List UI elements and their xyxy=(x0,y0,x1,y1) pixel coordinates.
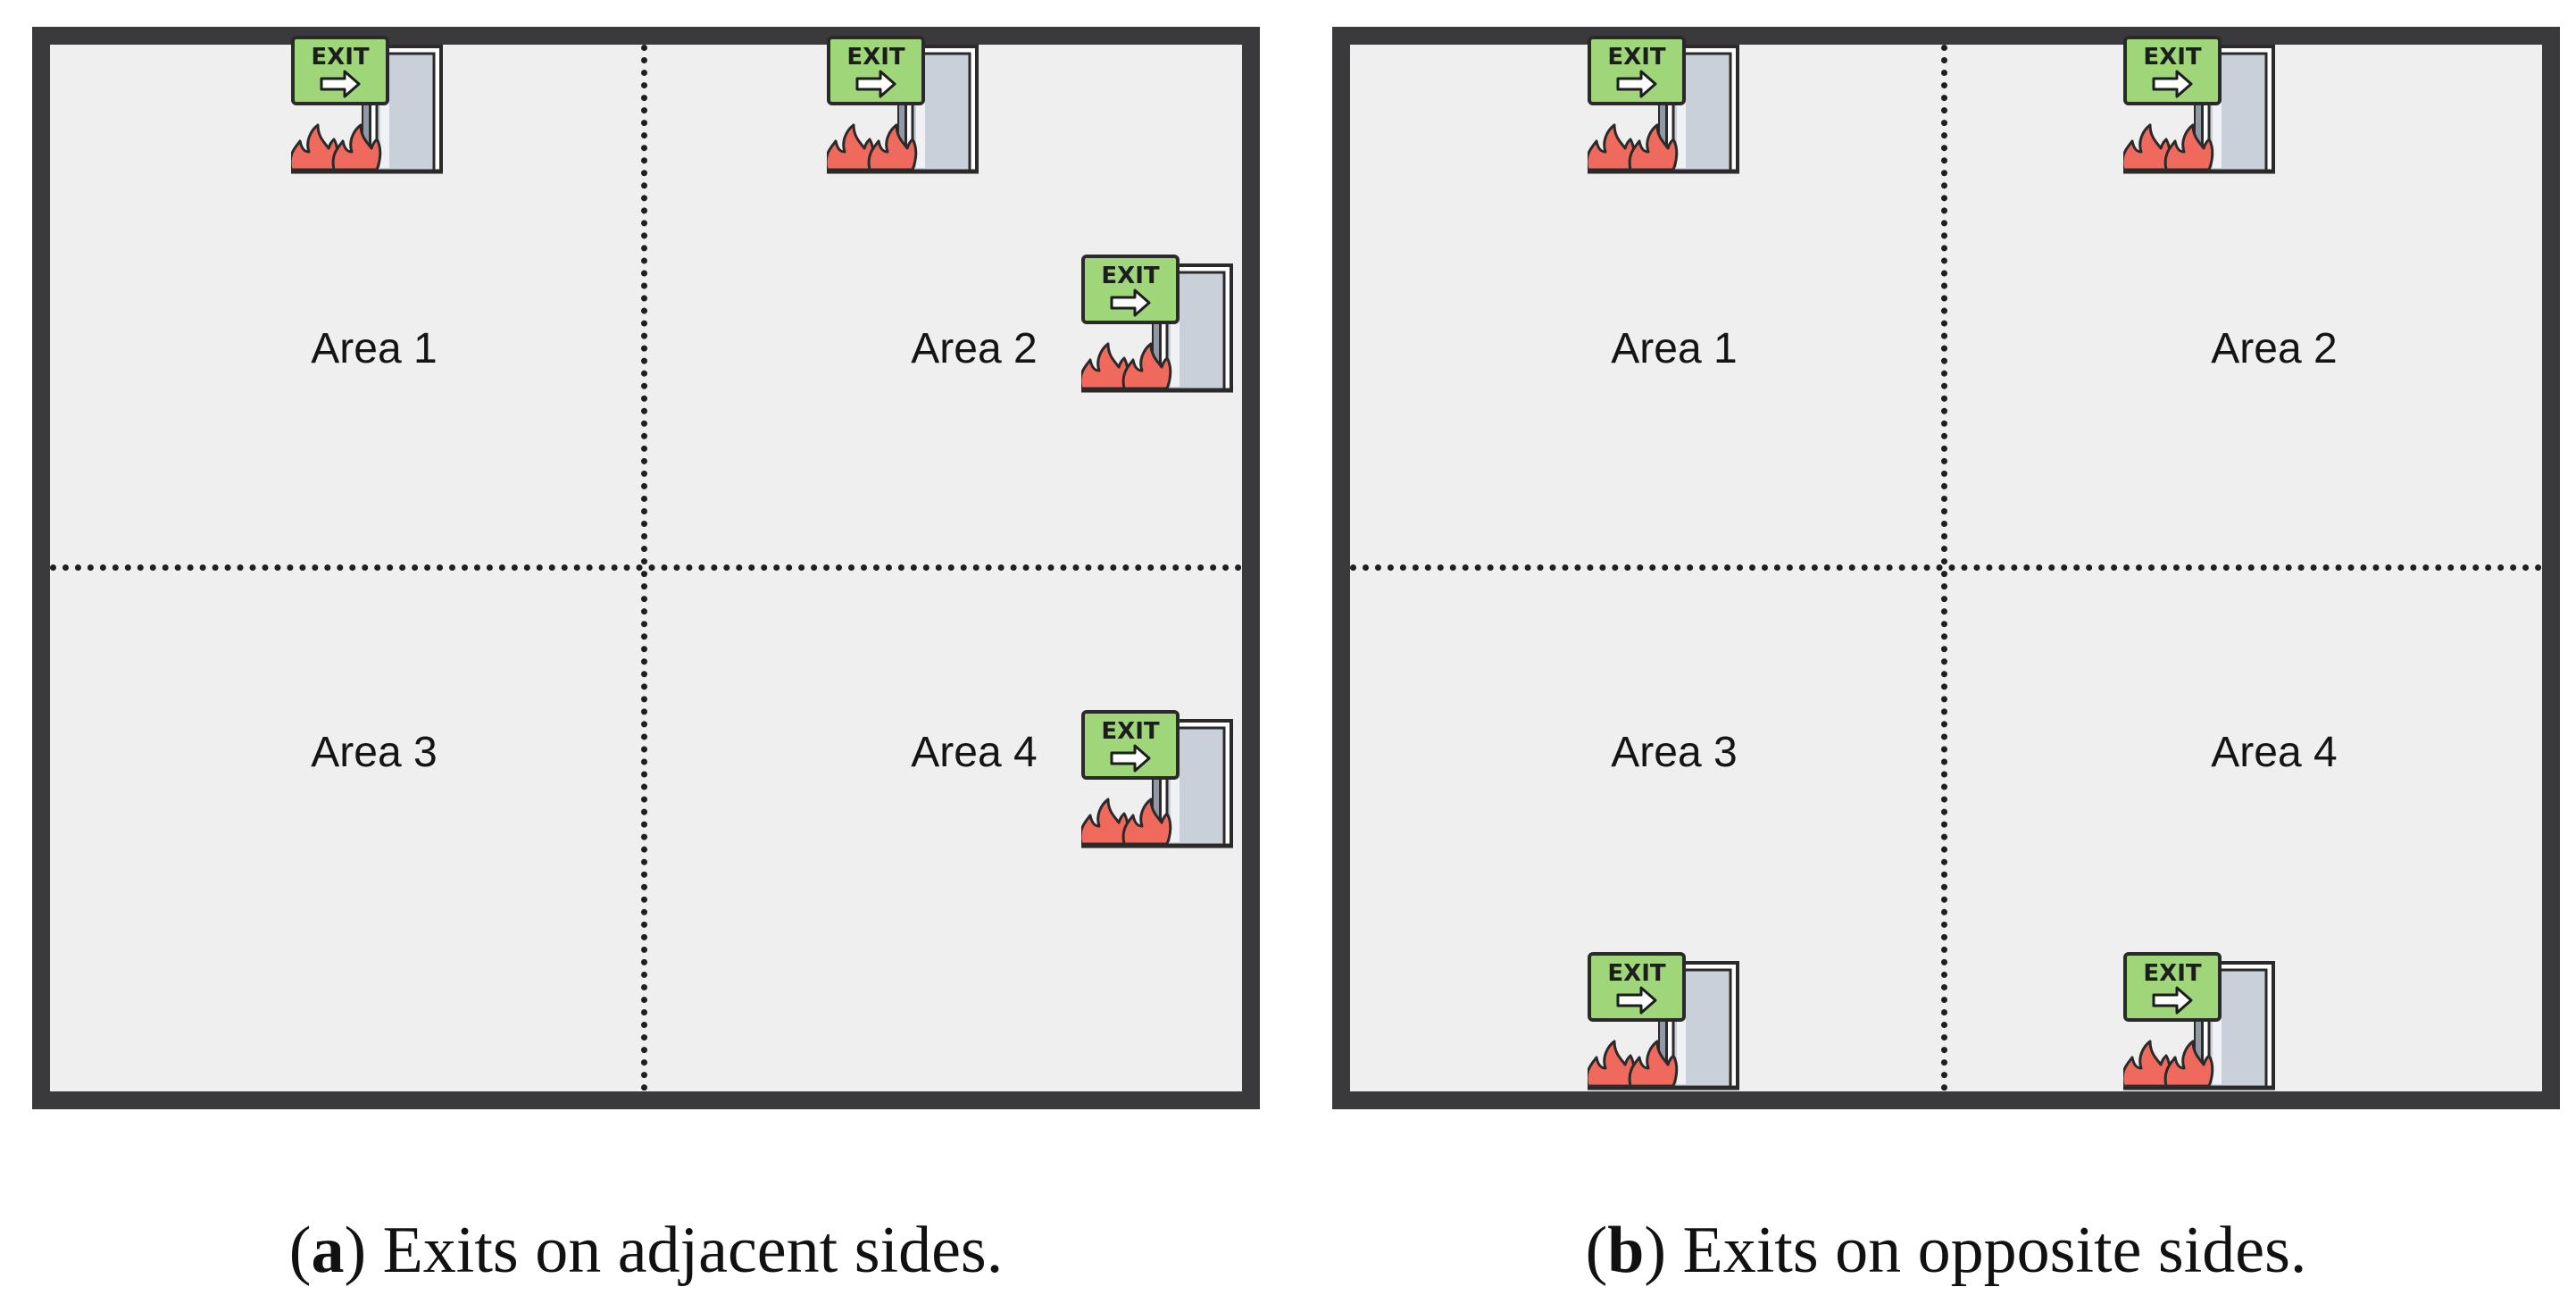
area-3-label: Area 3 xyxy=(1611,729,1738,776)
area-4-label: Area 4 xyxy=(2211,729,2338,776)
exit-sign-icon: EXIT xyxy=(1588,952,1686,1022)
area-2-label: Area 2 xyxy=(911,325,1038,372)
exit-area-2-top: EXIT xyxy=(2123,36,2284,179)
exit-area-2-right: EXIT xyxy=(1081,255,1242,397)
exit-sign-icon: EXIT xyxy=(827,36,925,105)
svg-text:EXIT: EXIT xyxy=(311,44,369,71)
svg-text:EXIT: EXIT xyxy=(1101,263,1159,289)
fire-icon xyxy=(1081,342,1172,390)
exit-sign-icon: EXIT xyxy=(291,36,389,105)
area-4-label: Area 4 xyxy=(911,729,1038,776)
floorplan-opposite-exits: Area 1 Area 2 Area 3 Area 4 EXIT EXIT EX… xyxy=(1332,27,2560,1109)
exit-area-1-top: EXIT xyxy=(1588,36,1748,179)
area-3-label: Area 3 xyxy=(311,729,438,776)
fire-icon xyxy=(1588,123,1679,171)
caption-tag: a xyxy=(311,1214,345,1287)
floorplan-adjacent-exits: Area 1 Area 2 Area 3 Area 4 EXIT EXIT EX… xyxy=(32,27,1260,1109)
fire-icon xyxy=(2123,123,2214,171)
exit-area-1-top: EXIT xyxy=(291,36,452,179)
caption-text: Exits on opposite sides. xyxy=(1666,1214,2307,1287)
exit-area-4-bottom: EXIT xyxy=(2123,952,2284,1095)
fire-icon xyxy=(2123,1040,2214,1088)
exit-area-3-bottom: EXIT xyxy=(1588,952,1748,1095)
exit-area-4-right: EXIT xyxy=(1081,710,1242,853)
svg-text:EXIT: EXIT xyxy=(1607,44,1665,71)
exit-sign-icon: EXIT xyxy=(1081,710,1180,780)
exit-sign-icon: EXIT xyxy=(2123,952,2222,1022)
exit-sign-icon: EXIT xyxy=(1081,255,1180,324)
exit-area-2-top: EXIT xyxy=(827,36,988,179)
fire-icon xyxy=(827,123,918,171)
svg-text:EXIT: EXIT xyxy=(1607,960,1665,987)
area-2-label: Area 2 xyxy=(2211,325,2338,372)
svg-text:EXIT: EXIT xyxy=(1101,718,1159,745)
svg-text:EXIT: EXIT xyxy=(846,44,905,71)
fire-icon xyxy=(1081,798,1172,846)
exit-sign-icon: EXIT xyxy=(1588,36,1686,105)
svg-text:EXIT: EXIT xyxy=(2143,44,2201,71)
caption-b: (b) Exits on opposite sides. xyxy=(1585,1214,2307,1287)
horizontal-divider xyxy=(1350,564,2542,571)
horizontal-divider xyxy=(50,564,1242,571)
caption-a: (a) Exits on adjacent sides. xyxy=(288,1214,1004,1287)
caption-text: Exits on adjacent sides. xyxy=(366,1214,1004,1287)
area-1-label: Area 1 xyxy=(311,325,438,372)
svg-text:EXIT: EXIT xyxy=(2143,960,2201,987)
door-icon xyxy=(1588,961,1739,1091)
fire-icon xyxy=(291,123,382,171)
caption-tag: b xyxy=(1607,1214,1645,1287)
area-1-label: Area 1 xyxy=(1611,325,1738,372)
fire-icon xyxy=(1588,1040,1679,1088)
exit-sign-icon: EXIT xyxy=(2123,36,2222,105)
